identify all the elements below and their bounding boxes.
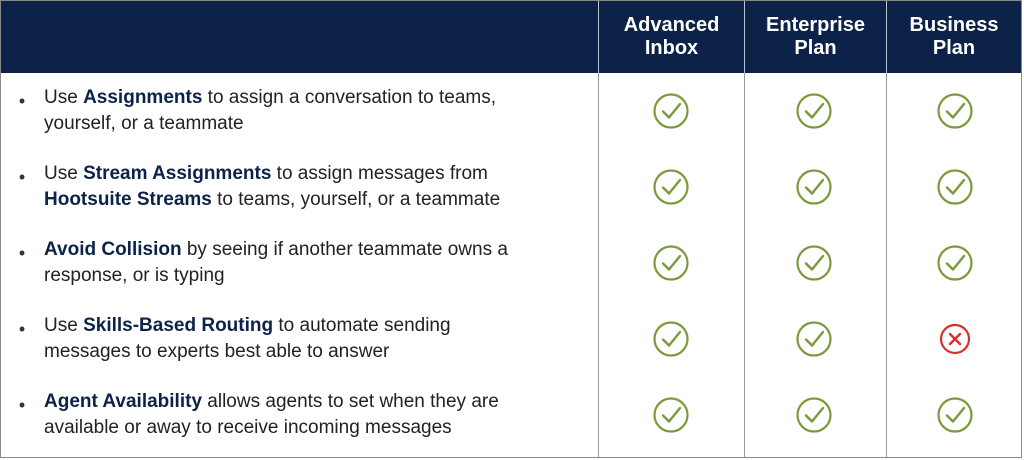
column-header-line: Plan: [794, 37, 837, 59]
check-circle-icon: [796, 321, 832, 357]
feature-name: Assignments: [83, 87, 203, 108]
column-header-line: Plan: [932, 37, 976, 59]
header-divider: [886, 1, 887, 73]
feature-text: to automate sending: [273, 315, 451, 336]
feature-text: allows agents to set when they are: [202, 391, 499, 412]
feature-description: Use Skills-Based Routing to automate sen…: [44, 313, 589, 365]
header-divider: [744, 1, 745, 73]
feature-name: Hootsuite Streams: [44, 189, 212, 210]
bullet-icon: •: [18, 243, 26, 263]
feature-text: available or away to receive incoming me…: [44, 417, 452, 438]
check-circle-icon: [653, 245, 689, 281]
check-circle-icon: [653, 321, 689, 357]
check-circle-icon: [796, 169, 832, 205]
column-header-line: Enterprise: [766, 14, 865, 36]
feature-text: yourself, or a teammate: [44, 113, 244, 134]
feature-description: Agent Availability allows agents to set …: [44, 389, 589, 441]
feature-text: to assign a conversation to teams,: [202, 87, 496, 108]
feature-text: Use: [44, 163, 84, 184]
feature-cell: • Agent Availability allows agents to set…: [1, 377, 599, 453]
check-circle-icon: [796, 397, 832, 433]
bullet-icon: •: [18, 91, 26, 111]
table-row: • Use Assignments to assign a conversatio…: [1, 73, 1021, 149]
feature-cell: • Use Assignments to assign a conversatio…: [1, 73, 599, 149]
check-circle-icon: [796, 93, 832, 129]
feature-cell: • Avoid Collision by seeing if another te…: [1, 225, 599, 301]
table-header: Advanced Inbox Enterprise Plan Business …: [1, 1, 1021, 73]
feature-description: Avoid Collision by seeing if another tea…: [44, 237, 589, 289]
check-circle-icon: [653, 93, 689, 129]
x-circle-icon: [939, 323, 971, 355]
feature-name: Avoid Collision: [44, 239, 182, 260]
table-row: • Use Stream Assignments to assign messag…: [1, 149, 1021, 225]
feature-text: messages to experts best able to answer: [44, 341, 390, 362]
feature-description: Use Stream Assignments to assign message…: [44, 161, 589, 213]
feature-name: Stream Assignments: [83, 163, 272, 184]
table-row: • Use Skills-Based Routing to automate se…: [1, 301, 1021, 377]
feature-text: Use: [44, 87, 84, 108]
feature-text: by seeing if another teammate owns a: [181, 239, 508, 260]
feature-text: response, or is typing: [44, 265, 225, 286]
feature-description: Use Assignments to assign a conversation…: [44, 85, 589, 137]
feature-cell: • Use Stream Assignments to assign messag…: [1, 149, 599, 225]
check-circle-icon: [796, 245, 832, 281]
feature-text: to assign messages from: [271, 163, 488, 184]
column-divider: [598, 73, 599, 457]
bullet-icon: •: [18, 319, 26, 339]
column-header-business-plan: Business Plan: [887, 1, 1021, 73]
table-row: • Avoid Collision by seeing if another te…: [1, 225, 1021, 301]
feature-name: Agent Availability: [44, 391, 203, 412]
column-header-line: Inbox: [644, 37, 699, 59]
table-row: • Agent Availability allows agents to set…: [1, 377, 1021, 453]
column-divider: [886, 73, 887, 457]
bullet-icon: •: [18, 395, 26, 415]
feature-text: to teams, yourself, or a teammate: [211, 189, 501, 210]
column-divider: [744, 73, 745, 457]
check-circle-icon: [653, 397, 689, 433]
feature-name: Skills-Based Routing: [83, 315, 274, 336]
column-header-advanced-inbox: Advanced Inbox: [599, 1, 744, 73]
check-circle-icon: [937, 245, 973, 281]
check-circle-icon: [653, 169, 689, 205]
feature-text: Use: [44, 315, 84, 336]
feature-cell: • Use Skills-Based Routing to automate se…: [1, 301, 599, 377]
bullet-icon: •: [18, 167, 26, 187]
check-circle-icon: [937, 169, 973, 205]
check-circle-icon: [937, 397, 973, 433]
check-circle-icon: [937, 93, 973, 129]
column-header-enterprise-plan: Enterprise Plan: [745, 1, 886, 73]
column-header-line: Business: [909, 14, 999, 36]
header-divider: [598, 1, 599, 73]
column-header-line: Advanced: [623, 14, 720, 36]
